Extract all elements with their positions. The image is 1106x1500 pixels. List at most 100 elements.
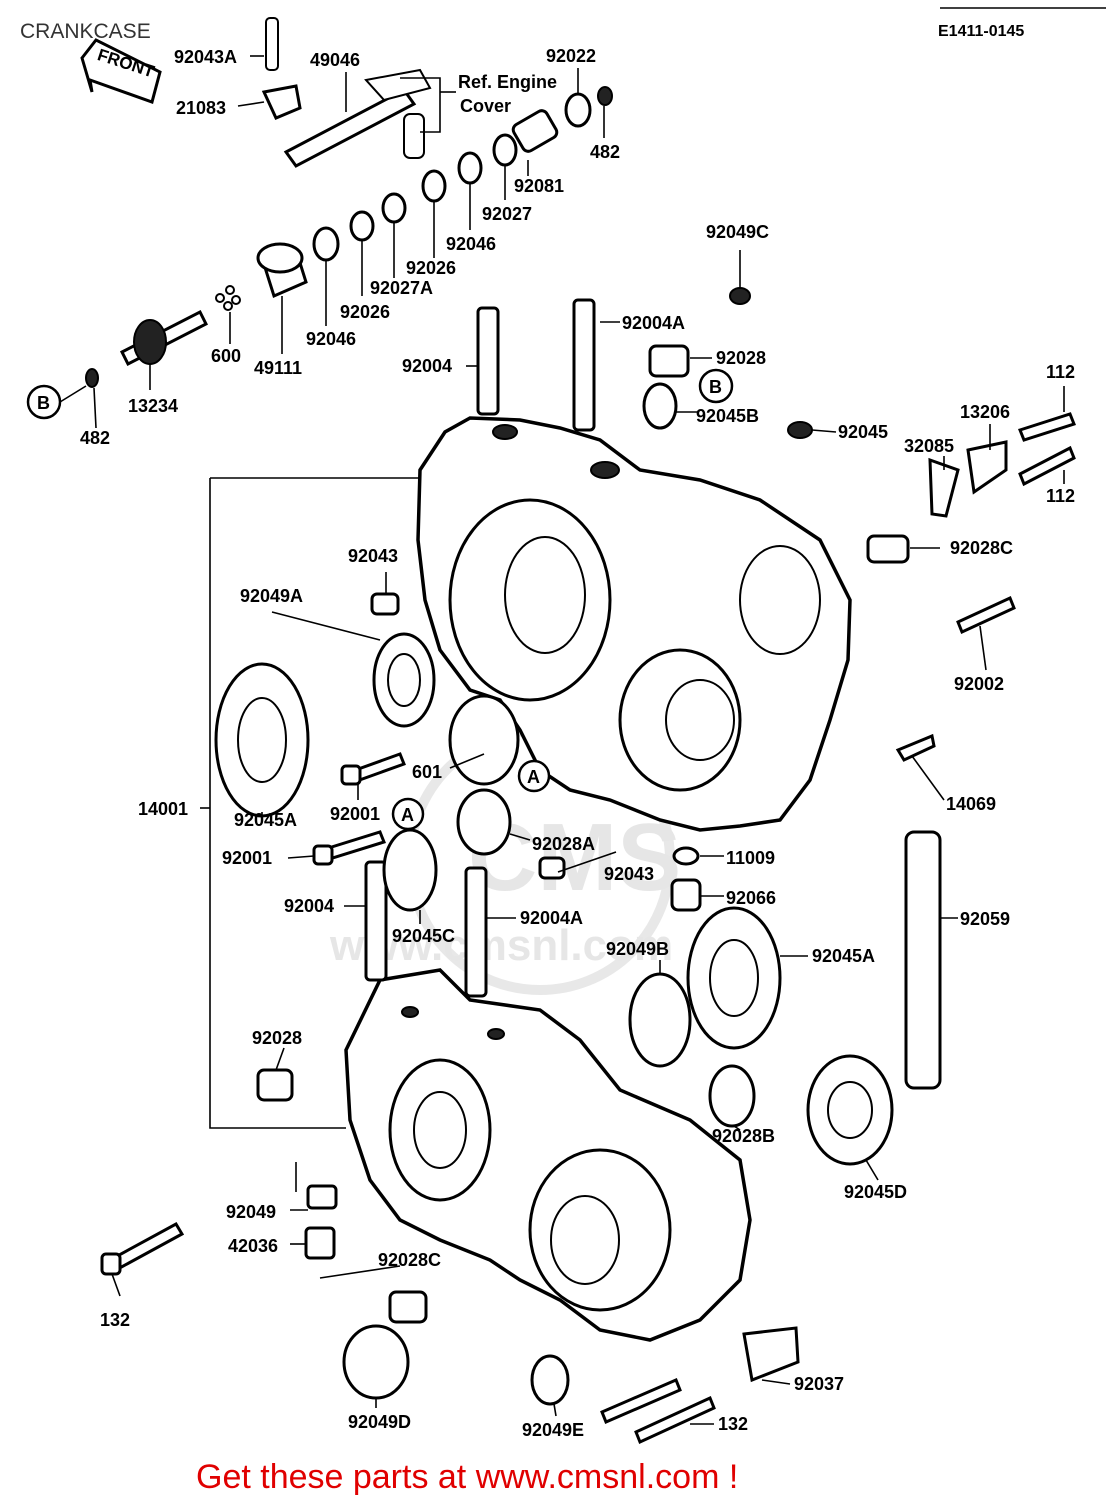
label-482-left: 482	[80, 428, 110, 448]
bearings	[214, 287, 910, 1406]
bearing-92045C	[382, 828, 438, 912]
bearing-92045B	[642, 382, 678, 430]
label-92028-top: 92028	[716, 348, 766, 368]
lower-crankcase-half	[344, 968, 752, 1342]
label-92002: 92002	[954, 674, 1004, 694]
callout-a-bolt-text: A	[401, 805, 414, 825]
callout-a-case	[517, 759, 551, 793]
lever-49046	[364, 68, 432, 102]
stud-92004-bot	[364, 860, 388, 982]
label-600: 600	[211, 346, 241, 366]
label-132-bot: 132	[718, 1414, 748, 1434]
label-92049A: 92049A	[240, 586, 303, 606]
label-92045C: 92045C	[392, 926, 455, 946]
label-92037: 92037	[794, 1374, 844, 1394]
label-92066: 92066	[726, 888, 776, 908]
label-13234: 13234	[128, 396, 178, 416]
label-92001-lower: 92001	[222, 848, 272, 868]
label-92045D: 92045D	[844, 1182, 907, 1202]
ref-engine-line2: Cover	[460, 96, 511, 116]
bolts	[100, 412, 1076, 1445]
studs	[364, 298, 596, 998]
label-92045B: 92045B	[696, 406, 759, 426]
label-92028C-top: 92028C	[950, 538, 1013, 558]
label-92046-top: 92046	[446, 234, 496, 254]
plug-92028-bot	[256, 1068, 294, 1102]
label-92049B: 92049B	[606, 939, 669, 959]
label-132-left: 132	[100, 1310, 130, 1330]
page-title: CRANKCASE	[20, 20, 151, 43]
label-112-top: 112	[1046, 362, 1075, 382]
callouts: B B A A	[26, 368, 734, 831]
seal-92049	[306, 1184, 338, 1210]
upper-parts	[85, 17, 613, 388]
label-92045: 92045	[838, 422, 888, 442]
label-92045A-left: 92045A	[234, 810, 297, 830]
label-482-top: 482	[590, 142, 620, 162]
callout-b-left	[26, 384, 62, 420]
pin-92043A	[265, 17, 279, 71]
front-arrow: FRONT	[80, 38, 162, 104]
label-92026-top: 92026	[406, 258, 456, 278]
label-92027A: 92027A	[370, 278, 433, 298]
bracket-92037	[742, 1326, 800, 1383]
seal-92049D	[342, 1324, 410, 1400]
collar-92028B	[708, 1064, 756, 1128]
label-92028B: 92028B	[712, 1126, 775, 1146]
label-92049D: 92049D	[348, 1412, 411, 1432]
label-21083: 21083	[176, 98, 226, 118]
label-601: 601	[412, 762, 442, 782]
footer-link[interactable]: Get these parts at www.cmsnl.com !	[196, 1458, 738, 1496]
collar-42036	[304, 1226, 336, 1260]
label-92004-bot: 92004	[284, 896, 334, 916]
label-92043A: 92043A	[174, 47, 237, 67]
label-49111: 49111	[254, 358, 302, 378]
pipe-92059	[904, 830, 942, 1090]
plug-92028C-bot	[388, 1290, 428, 1324]
callout-b-top-text: B	[709, 377, 722, 397]
seal-92045	[787, 421, 813, 439]
label-92049: 92049	[226, 1202, 276, 1222]
stud-92004A-bot	[464, 866, 488, 998]
label-92081: 92081	[514, 176, 564, 196]
diagram-code: E1411-0145	[938, 23, 1024, 40]
plate-32085	[928, 457, 960, 518]
label-14069: 14069	[946, 794, 996, 814]
label-92027: 92027	[482, 204, 532, 224]
label-42036: 42036	[228, 1236, 278, 1256]
plug-92028-top	[648, 344, 690, 378]
bracket-21083	[261, 84, 302, 120]
seal-92049B	[628, 972, 692, 1068]
cap-92049C	[729, 287, 751, 305]
label-32085: 32085	[904, 436, 954, 456]
label-49046: 49046	[310, 50, 360, 70]
plug-92028C-top	[866, 534, 910, 564]
callout-a-case-text: A	[527, 767, 540, 787]
label-92049E: 92049E	[522, 1420, 584, 1440]
label-92045A-right: 92045A	[812, 946, 875, 966]
label-92043-lower: 92043	[604, 864, 654, 884]
label-11009: 11009	[726, 848, 775, 868]
callout-a-bolt	[391, 797, 425, 831]
shaft-49046	[283, 88, 417, 168]
label-92043-upper: 92043	[348, 546, 398, 566]
label-92028-bot: 92028	[252, 1028, 302, 1048]
label-92022: 92022	[546, 46, 596, 66]
stud-92004-top	[476, 306, 500, 416]
label-92028C-bot: 92028C	[378, 1250, 441, 1270]
label-112-bot: 112	[1046, 486, 1075, 506]
collar-92028A	[456, 788, 512, 856]
bearing-601	[448, 694, 520, 786]
stud-92004A-top	[572, 298, 596, 432]
callout-b-top	[698, 368, 734, 404]
label-14001: 14001	[138, 799, 188, 819]
label-92028A: 92028A	[532, 834, 595, 854]
ref-engine-line1: Ref. Engine	[458, 72, 557, 92]
label-92046-mid: 92046	[306, 329, 356, 349]
label-92049C: 92049C	[706, 222, 769, 242]
label-92059: 92059	[960, 909, 1010, 929]
label-92026-mid: 92026	[340, 302, 390, 322]
part-labels: 92043A 21083 49046 92022 Ref. Engine Cov…	[80, 46, 1075, 1440]
